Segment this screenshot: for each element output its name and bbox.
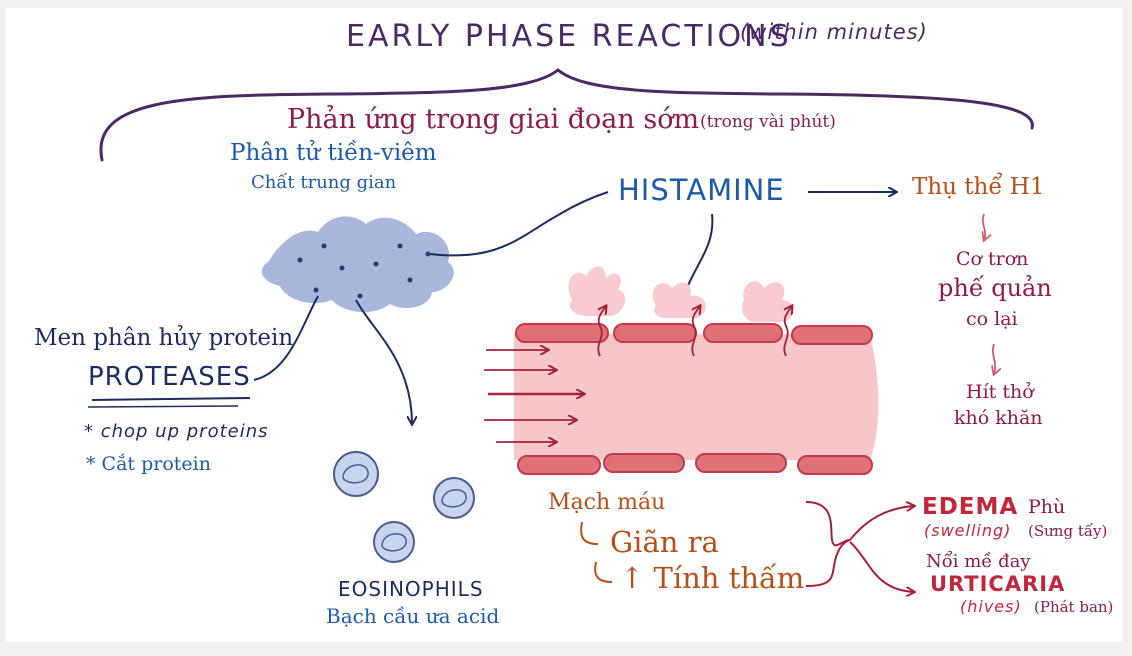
hives-note-vi: (Phát ban) [1034, 598, 1114, 616]
eosinophils-label-vi: Bạch cầu ưa acid [326, 604, 500, 628]
title-vi: Phản ứng trong giai đoạn sớm [287, 104, 700, 135]
proteases-label-en: Proteases [88, 362, 251, 392]
title-vi-note: (trong vài phút) [700, 112, 836, 132]
proteases-note-vi: * Cắt protein [86, 453, 211, 475]
vessel-label: Mạch máu [548, 490, 666, 515]
result-line-1: Hít thở [966, 381, 1034, 403]
branch-permeability [594, 561, 613, 583]
swelling-label-vi: (Sưng tấy) [1028, 522, 1108, 540]
arrow-to-eosinophils [355, 299, 412, 424]
histamine-label: Histamine [618, 173, 785, 207]
arrow-to-edema [849, 506, 914, 541]
effect-line-1: Cơ trơn [956, 248, 1029, 270]
result-line-2: khó khăn [954, 407, 1043, 429]
effect-line-2: phế quản [938, 274, 1052, 302]
urticaria-label: Urticaria [930, 572, 1066, 596]
vessel-dilate: Giãn ra [610, 525, 719, 559]
arrow-to-urticaria [849, 541, 914, 592]
arrow-to-proteases [253, 295, 319, 381]
arrow-receptor-to-muscle [983, 213, 985, 240]
eosinophils-label-en: Eosinophils [338, 577, 484, 601]
branch-dilate [580, 521, 599, 545]
mast-cell-label: Phân tử tiền-viêm [230, 140, 437, 166]
mast-cell-icon [261, 216, 454, 313]
hives-label-en: (hives) [960, 597, 1022, 616]
edema-label-vi: Phù [1028, 496, 1066, 518]
title-en: Early phase reactions [346, 19, 792, 54]
proteases-underline-2 [87, 405, 239, 408]
swelling-label: (swelling) [924, 521, 1012, 540]
blood-vessel-icon [484, 266, 879, 475]
proteases-label-vi: Men phân hủy protein [34, 325, 294, 351]
vessel-permeability: ↑ Tính thấm [620, 561, 805, 595]
eosinophil-cell-icon [333, 451, 379, 497]
arrow-muscle-to-breathing [993, 343, 995, 374]
arrow-to-histamine [429, 191, 609, 257]
eosinophil-cell-icon [373, 521, 415, 563]
h1-receptor-label: Thụ thể H1 [912, 174, 1045, 200]
edema-label: Edema [922, 494, 1019, 520]
eosinophil-cell-icon [433, 477, 475, 519]
proteases-note-en: * chop up proteins [84, 421, 269, 442]
header-brace [99, 68, 1034, 162]
proteases-underline [91, 397, 251, 401]
mast-cell-sublabel: Chất trung gian [251, 172, 397, 193]
effect-line-3: co lại [966, 308, 1018, 330]
outcome-bracket [805, 501, 851, 587]
hives-label-vi: Nổi mề đay [926, 551, 1031, 572]
title-en-note: (within minutes) [740, 20, 928, 44]
